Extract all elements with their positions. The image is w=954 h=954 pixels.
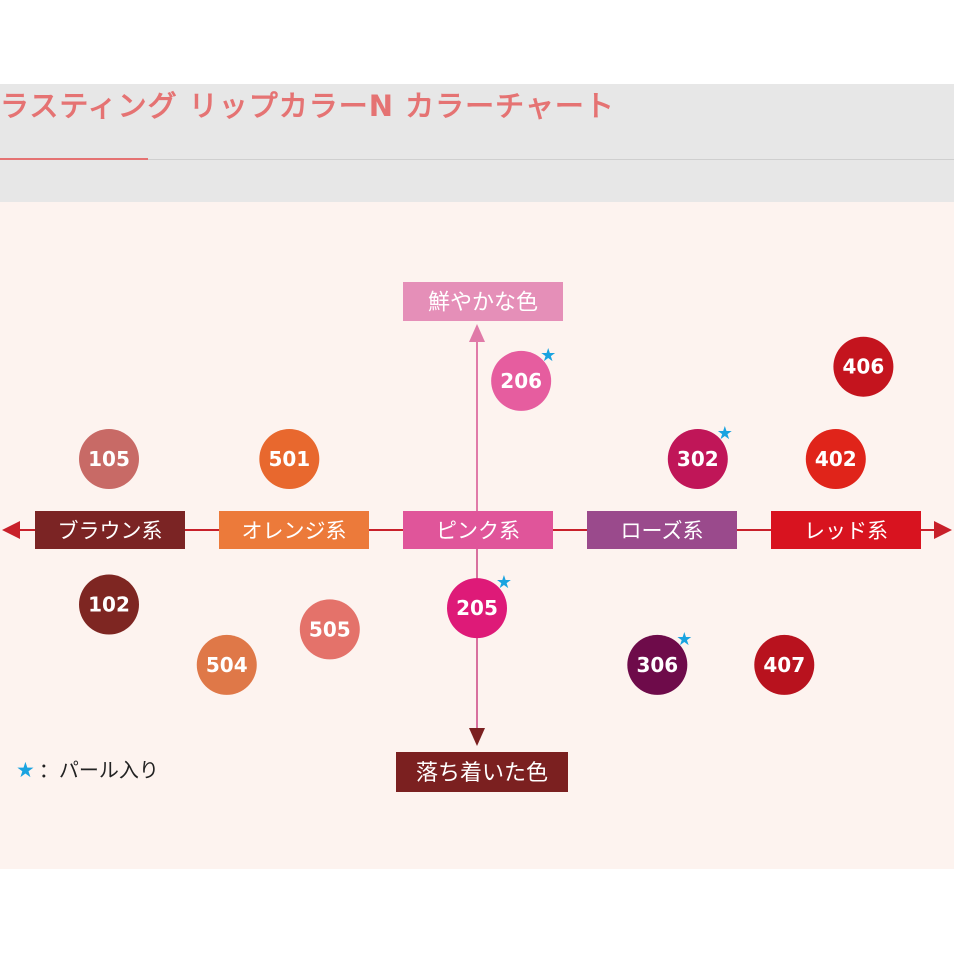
category-box-2: [403, 511, 553, 549]
legend: ★ ：パール入り: [16, 755, 159, 785]
color-point-407: [754, 634, 815, 695]
color-point-505: [299, 599, 360, 660]
color-point-label: 302: [677, 447, 719, 471]
color-point-102: [79, 574, 139, 635]
category-label: ピンク系: [436, 519, 520, 543]
left-arrow-icon: [2, 521, 20, 539]
category-box-4: [771, 511, 921, 549]
category-box-0: [35, 511, 185, 549]
color-point-label: 505: [309, 617, 351, 641]
category-label: レッド系: [804, 519, 888, 543]
color-point-205: [447, 578, 507, 639]
pearl-star-icon: ★: [676, 629, 692, 650]
color-point-306: [627, 634, 688, 695]
color-point-105: [79, 429, 139, 489]
pearl-star-icon: ★: [16, 758, 35, 782]
down-arrow-icon: [469, 728, 485, 746]
color-point-label: 306: [636, 653, 678, 677]
color-point-406: [833, 336, 894, 397]
category-label: オレンジ系: [242, 519, 347, 543]
right-arrow-icon: [934, 521, 952, 539]
color-point-label: 504: [206, 653, 248, 677]
category-label: ローズ系: [621, 519, 704, 543]
color-point-206: [491, 350, 552, 411]
color-point-label: 206: [500, 369, 542, 393]
color-point-label: 102: [88, 593, 130, 617]
category-label: ブラウン系: [58, 519, 163, 543]
color-point-label: 402: [815, 447, 857, 471]
color-point-label: 205: [456, 596, 498, 620]
legend-text: ：パール入り: [38, 758, 159, 782]
color-point-label: 501: [268, 447, 310, 471]
up-arrow-icon: [469, 324, 485, 342]
axis-bottom-label: 落ち着いた色: [416, 761, 548, 786]
axis-top-label: 鮮やかな色: [428, 291, 538, 316]
axis-top-label-box: [403, 282, 563, 321]
color-point-504: [196, 634, 257, 695]
color-point-501: [259, 429, 320, 489]
pearl-star-icon: ★: [717, 423, 733, 444]
pearl-star-icon: ★: [540, 345, 556, 366]
header-divider: [0, 159, 954, 160]
color-point-label: 406: [843, 355, 885, 379]
color-point-label: 105: [88, 447, 130, 471]
color-point-label: 407: [763, 653, 805, 677]
pearl-star-icon: ★: [496, 572, 512, 593]
page-header: ラスティング リップカラーN カラーチャート: [0, 84, 954, 202]
color-chart-panel: 鮮やかな色落ち着いた色 ブラウン系 オレンジ系 ピンク系 ローズ系 レッド系 105 102 5…: [0, 202, 954, 869]
color-point-302: [667, 429, 728, 489]
page-title: ラスティング リップカラーN カラーチャート: [0, 89, 615, 123]
color-point-402: [805, 429, 866, 489]
axis-bottom-label-box: [396, 752, 568, 792]
header-accent-underline: [0, 158, 148, 160]
category-box-1: [219, 511, 369, 549]
category-box-3: [587, 511, 737, 549]
